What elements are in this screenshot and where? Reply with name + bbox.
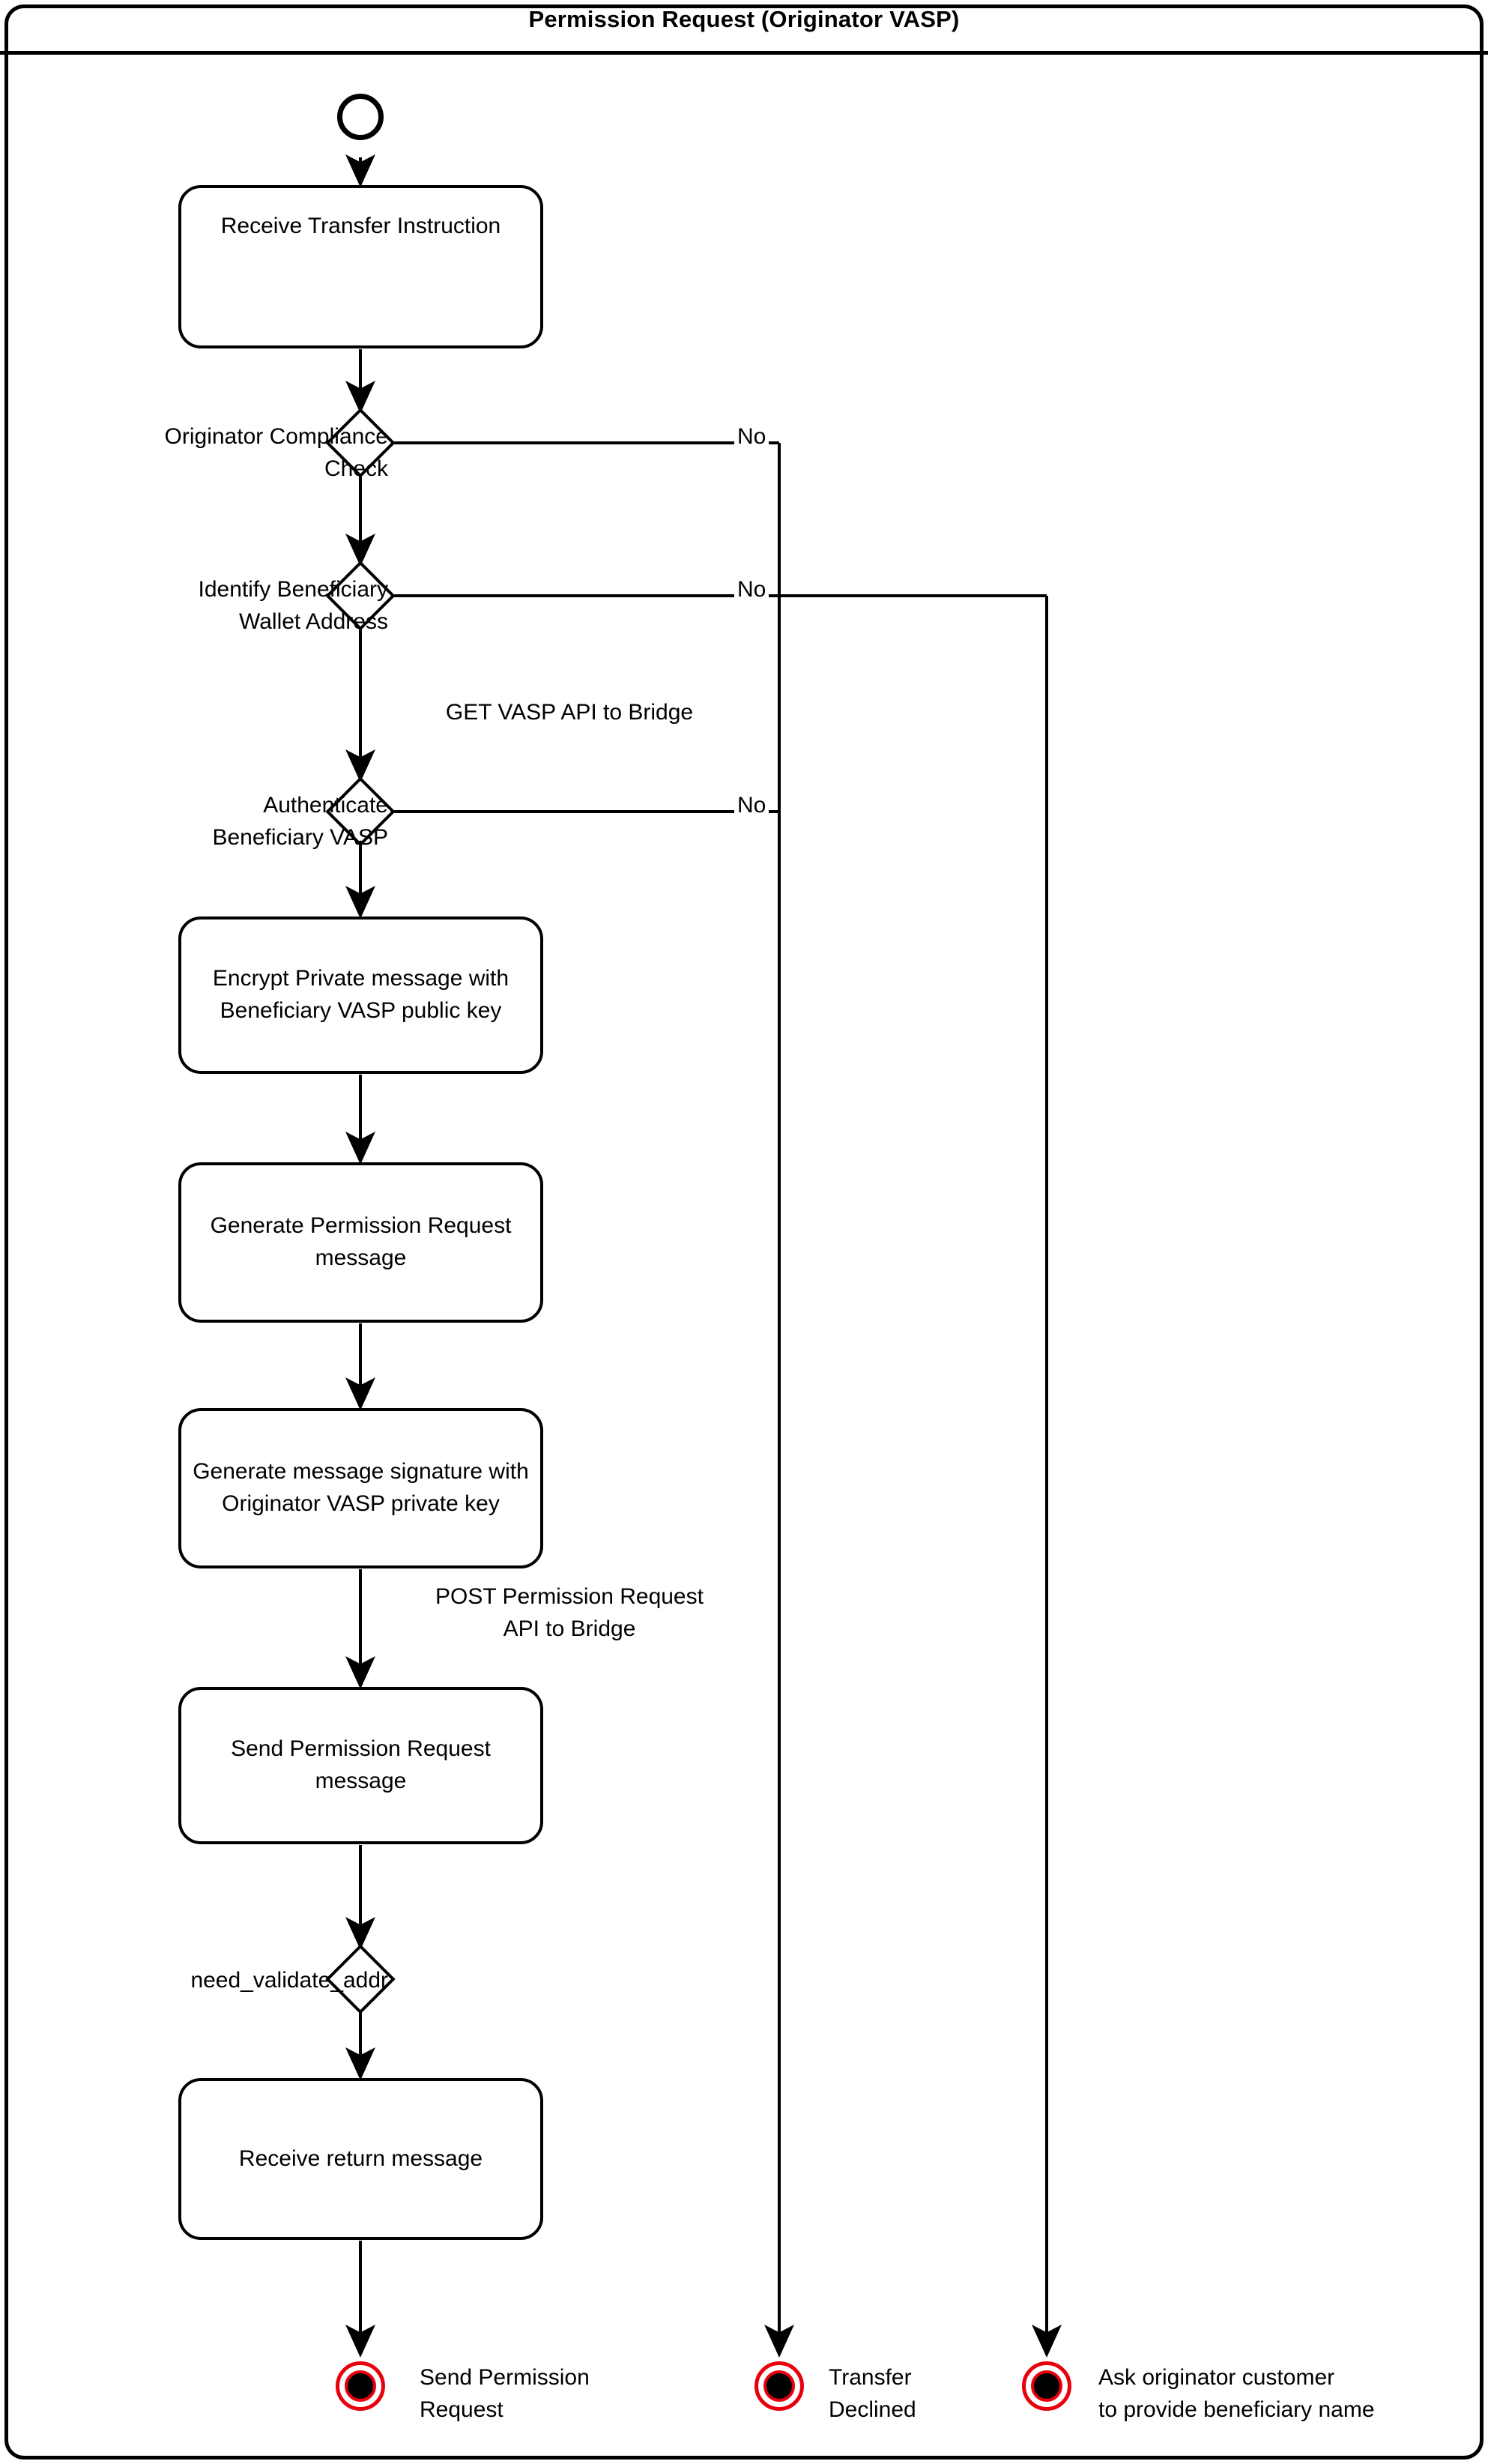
end-node-core <box>1031 2370 1062 2402</box>
end-node-core <box>763 2370 795 2402</box>
end-node-core <box>345 2370 376 2402</box>
end-node-label-ask-originator-customer: Ask originator customer to provide benef… <box>1098 2365 1375 2422</box>
activity-generate-permission-request-message[interactable]: Generate Permission Request message <box>178 1162 543 1323</box>
activity-send-permission-request-message[interactable]: Send Permission Request message <box>178 1687 543 1844</box>
end-node-ask-originator-customer <box>1022 2361 1071 2411</box>
decision-label-authenticate-beneficiary-vasp: Authenticate Beneficiary VASP <box>212 793 388 850</box>
activity-receive-transfer-instruction[interactable]: Receive Transfer Instruction <box>178 185 543 348</box>
page-title: Permission Request (Originator VASP) <box>528 6 960 32</box>
activity-encrypt-private-message[interactable]: Encrypt Private message with Beneficiary… <box>178 917 543 1074</box>
start-node <box>337 94 384 140</box>
decision-label-originator-compliance-check: Originator Compliance Check <box>164 424 388 481</box>
decision-label-identify-beneficiary-wallet-address: Identify Beneficiary Wallet Address <box>198 577 388 634</box>
activity-generate-message-signature[interactable]: Generate message signature with Originat… <box>178 1408 543 1568</box>
edge-label-post-permission-request: POST Permission Request API to Bridge <box>375 1581 764 1646</box>
end-node-send-permission-request <box>336 2361 385 2411</box>
end-node-label-send-permission-request: Send Permission Request <box>420 2365 590 2422</box>
branch-label-no-compliance: No <box>734 426 769 448</box>
activity-label: Receive Transfer Instruction <box>220 214 501 238</box>
end-node-label-transfer-declined: Transfer Declined <box>829 2365 916 2422</box>
activity-receive-return-message[interactable]: Receive return message <box>178 2078 543 2240</box>
branch-label-no-identify: No <box>734 579 769 601</box>
title-divider <box>0 51 1488 55</box>
decision-label-need-validate-addr: need_validate_addr <box>190 1968 388 1993</box>
edge-label-get-vasp-api: GET VASP API to Bridge <box>375 697 764 729</box>
activity-label: Generate Permission Request message <box>210 1213 512 1270</box>
activity-label: Generate message signature with Originat… <box>193 1459 529 1516</box>
branch-label-no-authenticate: No <box>734 794 769 817</box>
activity-label: Receive return message <box>238 2146 483 2171</box>
end-node-transfer-declined <box>754 2361 804 2411</box>
activity-label: Encrypt Private message with Beneficiary… <box>212 966 509 1023</box>
activity-label: Send Permission Request message <box>231 1736 491 1793</box>
